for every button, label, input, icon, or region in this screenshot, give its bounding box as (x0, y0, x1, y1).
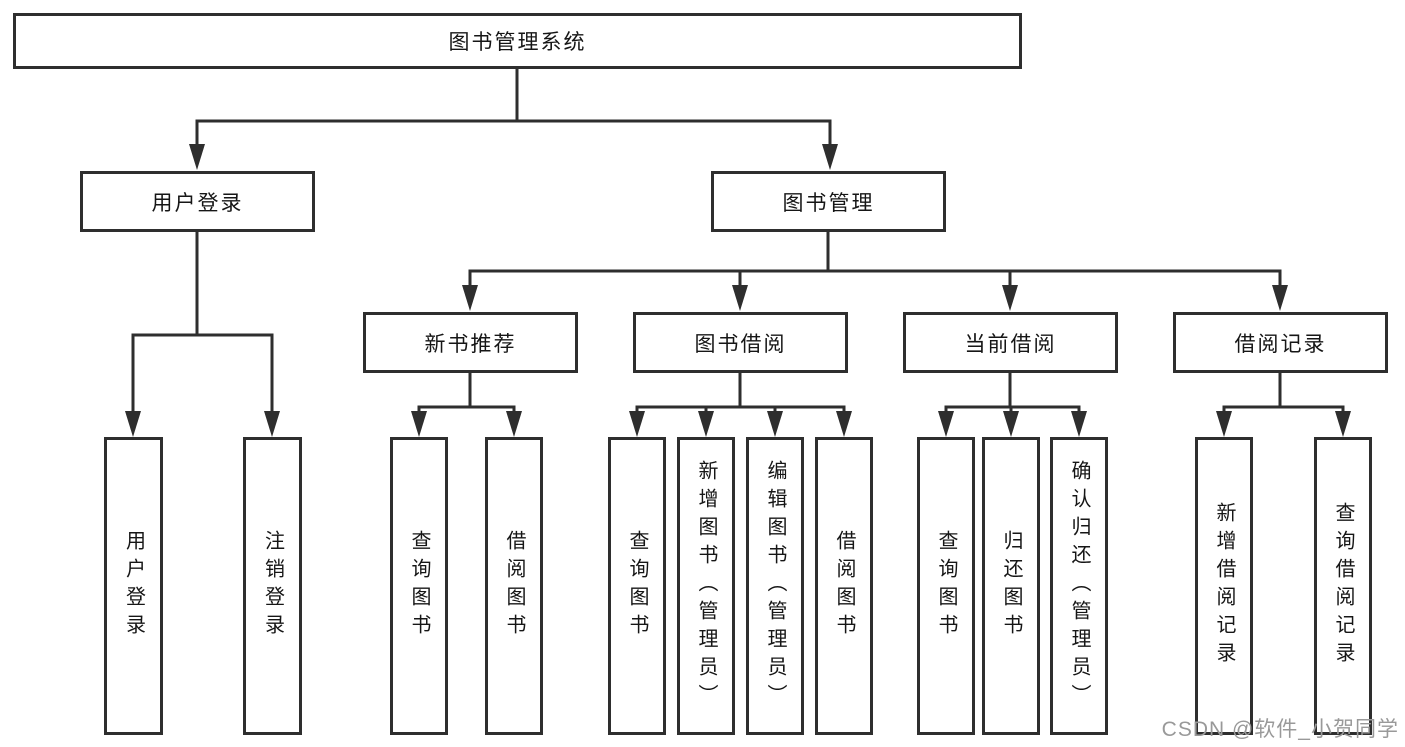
node-new-book-recommend: 新书推荐 (363, 312, 578, 373)
leaf-logout: 注销登录 (243, 437, 302, 735)
leaf-label: 确认归还（管理员） (1068, 460, 1090, 712)
leaf-label: 查询图书 (935, 530, 957, 642)
leaf-label: 新增图书（管理员） (695, 460, 717, 712)
leaf-query-borrow-record: 查询借阅记录 (1314, 437, 1372, 735)
leaf-borrow-book: 借阅图书 (815, 437, 873, 735)
leaf-borrow-book-recommend: 借阅图书 (485, 437, 543, 735)
leaf-label: 归还图书 (1000, 530, 1022, 642)
leaf-return-book: 归还图书 (982, 437, 1040, 735)
node-book-management: 图书管理 (711, 171, 946, 232)
leaf-confirm-return-admin: 确认归还（管理员） (1050, 437, 1108, 735)
node-current-borrow: 当前借阅 (903, 312, 1118, 373)
leaf-label: 编辑图书（管理员） (764, 460, 786, 712)
leaf-add-borrow-record: 新增借阅记录 (1195, 437, 1253, 735)
leaf-label: 注销登录 (261, 530, 284, 642)
leaf-edit-book-admin: 编辑图书（管理员） (746, 437, 804, 735)
leaf-label: 新增借阅记录 (1213, 502, 1235, 670)
leaf-query-book-current: 查询图书 (917, 437, 975, 735)
leaf-label: 借阅图书 (833, 530, 855, 642)
leaf-label: 借阅图书 (503, 530, 525, 642)
node-borrow-records: 借阅记录 (1173, 312, 1388, 373)
leaf-label: 用户登录 (122, 530, 145, 642)
node-root-library-system: 图书管理系统 (13, 13, 1022, 69)
leaf-label: 查询图书 (626, 530, 648, 642)
leaf-user-login: 用户登录 (104, 437, 163, 735)
leaf-label: 查询借阅记录 (1332, 502, 1354, 670)
leaf-query-book-borrow: 查询图书 (608, 437, 666, 735)
leaf-label: 查询图书 (408, 530, 430, 642)
leaf-query-book-recommend: 查询图书 (390, 437, 448, 735)
node-user-login: 用户登录 (80, 171, 315, 232)
node-book-borrow: 图书借阅 (633, 312, 848, 373)
leaf-add-book-admin: 新增图书（管理员） (677, 437, 735, 735)
csdn-watermark: CSDN @软件_小贺同学 (1161, 718, 1399, 741)
